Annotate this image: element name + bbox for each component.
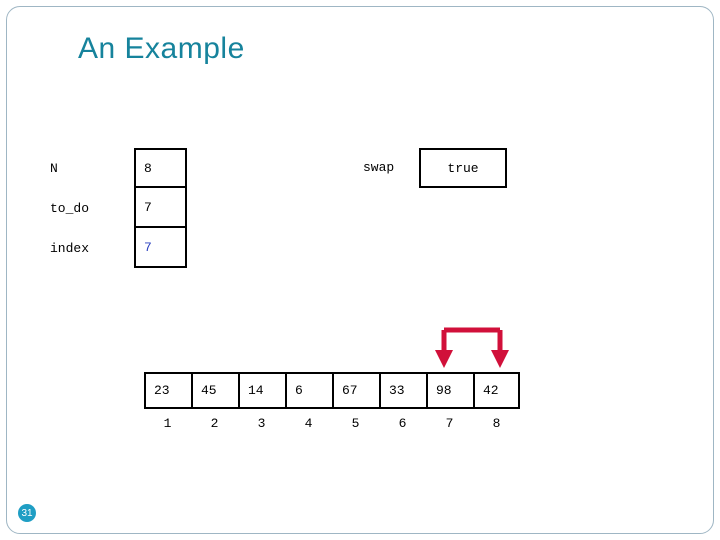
array-index: 3 xyxy=(257,416,266,431)
variable-label-index: index xyxy=(50,241,90,256)
swap-value: true xyxy=(447,160,479,176)
array-cell: 23 xyxy=(144,372,191,409)
array-index: 2 xyxy=(210,416,219,431)
variable-box-index: 7 xyxy=(134,228,187,268)
array-row: 23 45 14 6 67 33 98 42 xyxy=(144,372,520,409)
array-cell: 98 xyxy=(426,372,473,409)
array-index: 1 xyxy=(163,416,172,431)
variable-label-to-do: to_do xyxy=(50,201,90,216)
swap-box: true xyxy=(419,148,507,188)
variable-value-index: 7 xyxy=(144,239,152,255)
variable-value-to-do: 7 xyxy=(144,199,152,215)
array-index: 8 xyxy=(492,416,501,431)
array-cell: 45 xyxy=(191,372,238,409)
array-index: 5 xyxy=(351,416,360,431)
variable-box-to-do: 7 xyxy=(134,188,187,228)
variable-value-n: 8 xyxy=(144,160,152,176)
swap-arrows xyxy=(420,322,530,374)
array-cell: 6 xyxy=(285,372,332,409)
page-title: An Example xyxy=(78,32,245,65)
array-cell: 42 xyxy=(473,372,520,409)
array-cell: 33 xyxy=(379,372,426,409)
array-index: 6 xyxy=(398,416,407,431)
slide-border xyxy=(6,6,714,534)
page-number-badge: 31 xyxy=(18,504,36,522)
swap-label: swap xyxy=(363,160,395,175)
array-index-row: 1 2 3 4 5 6 7 8 xyxy=(144,416,520,431)
array-cell: 67 xyxy=(332,372,379,409)
variable-label-n: N xyxy=(50,161,58,176)
array-index: 7 xyxy=(445,416,454,431)
swap-arrow-icon xyxy=(435,327,509,368)
variable-box-n: 8 xyxy=(134,148,187,188)
array-cell: 14 xyxy=(238,372,285,409)
array-index: 4 xyxy=(304,416,313,431)
